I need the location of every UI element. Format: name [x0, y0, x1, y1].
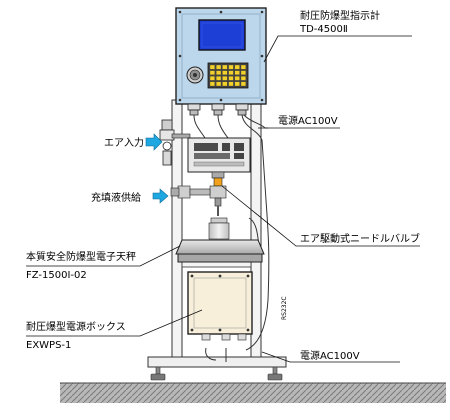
keypad-key — [216, 76, 222, 81]
indicator-cable-glands — [187, 103, 249, 116]
keypad-key — [228, 64, 234, 70]
label-valve: エア駆動式ニードルバルブ — [300, 232, 420, 245]
air-regulator — [159, 119, 191, 166]
valve-controller — [187, 137, 251, 173]
keypad-key — [216, 64, 222, 70]
keypad-key — [209, 81, 215, 87]
keypad-key — [222, 70, 228, 75]
indicator-screen — [198, 19, 246, 51]
keypad-key — [240, 64, 246, 70]
label-powerbox-name: 耐圧爆型電源ボックス — [26, 320, 126, 333]
air-input-arrow — [145, 133, 163, 151]
keypad-key — [222, 76, 228, 81]
container — [208, 217, 230, 240]
keypad-key — [216, 70, 222, 75]
label-rs232c: RS232C — [281, 296, 288, 320]
label-air-input: エア入力 — [104, 136, 144, 149]
keypad-key — [240, 81, 246, 87]
filling-supply-arrow — [152, 188, 169, 204]
label-scale-model: FZ-1500I-02 — [26, 270, 87, 281]
electronic-balance — [175, 239, 265, 263]
indicator-keypad — [207, 62, 249, 89]
adjuster-foot-right — [267, 366, 283, 381]
keypad-key — [234, 70, 240, 75]
keypad-key — [222, 81, 228, 87]
keypad-key — [228, 81, 234, 87]
label-indicator-name: 耐圧防爆型指示計 — [300, 9, 380, 22]
label-powerbox-model: EXWPS-1 — [26, 340, 71, 351]
ground — [60, 383, 446, 403]
label-filling-supply: 充填液供給 — [91, 191, 141, 204]
base-plate — [147, 356, 287, 368]
label-power-bottom: 電源AC100V — [300, 349, 360, 362]
keypad-key — [209, 76, 215, 81]
liquid-supply-fitting — [170, 185, 211, 199]
keypad-key — [234, 81, 240, 87]
keypad-key — [234, 64, 240, 70]
frame-crossbar — [181, 261, 252, 268]
leader-lines — [26, 35, 420, 363]
keypad-key — [240, 76, 246, 81]
keypad-key — [222, 64, 228, 70]
adjuster-foot-left — [150, 366, 166, 381]
indicator-speaker — [186, 66, 204, 84]
indicator-screen-glare — [201, 22, 243, 48]
label-indicator-model: TD-4500Ⅱ — [299, 24, 348, 35]
keypad-key — [216, 81, 222, 87]
keypad-key — [209, 70, 215, 75]
label-power-top: 電源AC100V — [278, 114, 338, 127]
label-scale-name: 本質安全防爆型電子天秤 — [26, 250, 136, 263]
power-supply-box — [187, 271, 253, 341]
needle-valve — [209, 171, 227, 216]
keypad-key — [228, 76, 234, 81]
keypad-key — [209, 64, 215, 70]
keypad-key — [240, 70, 246, 75]
keypad-key — [228, 70, 234, 75]
keypad-key — [234, 76, 240, 81]
